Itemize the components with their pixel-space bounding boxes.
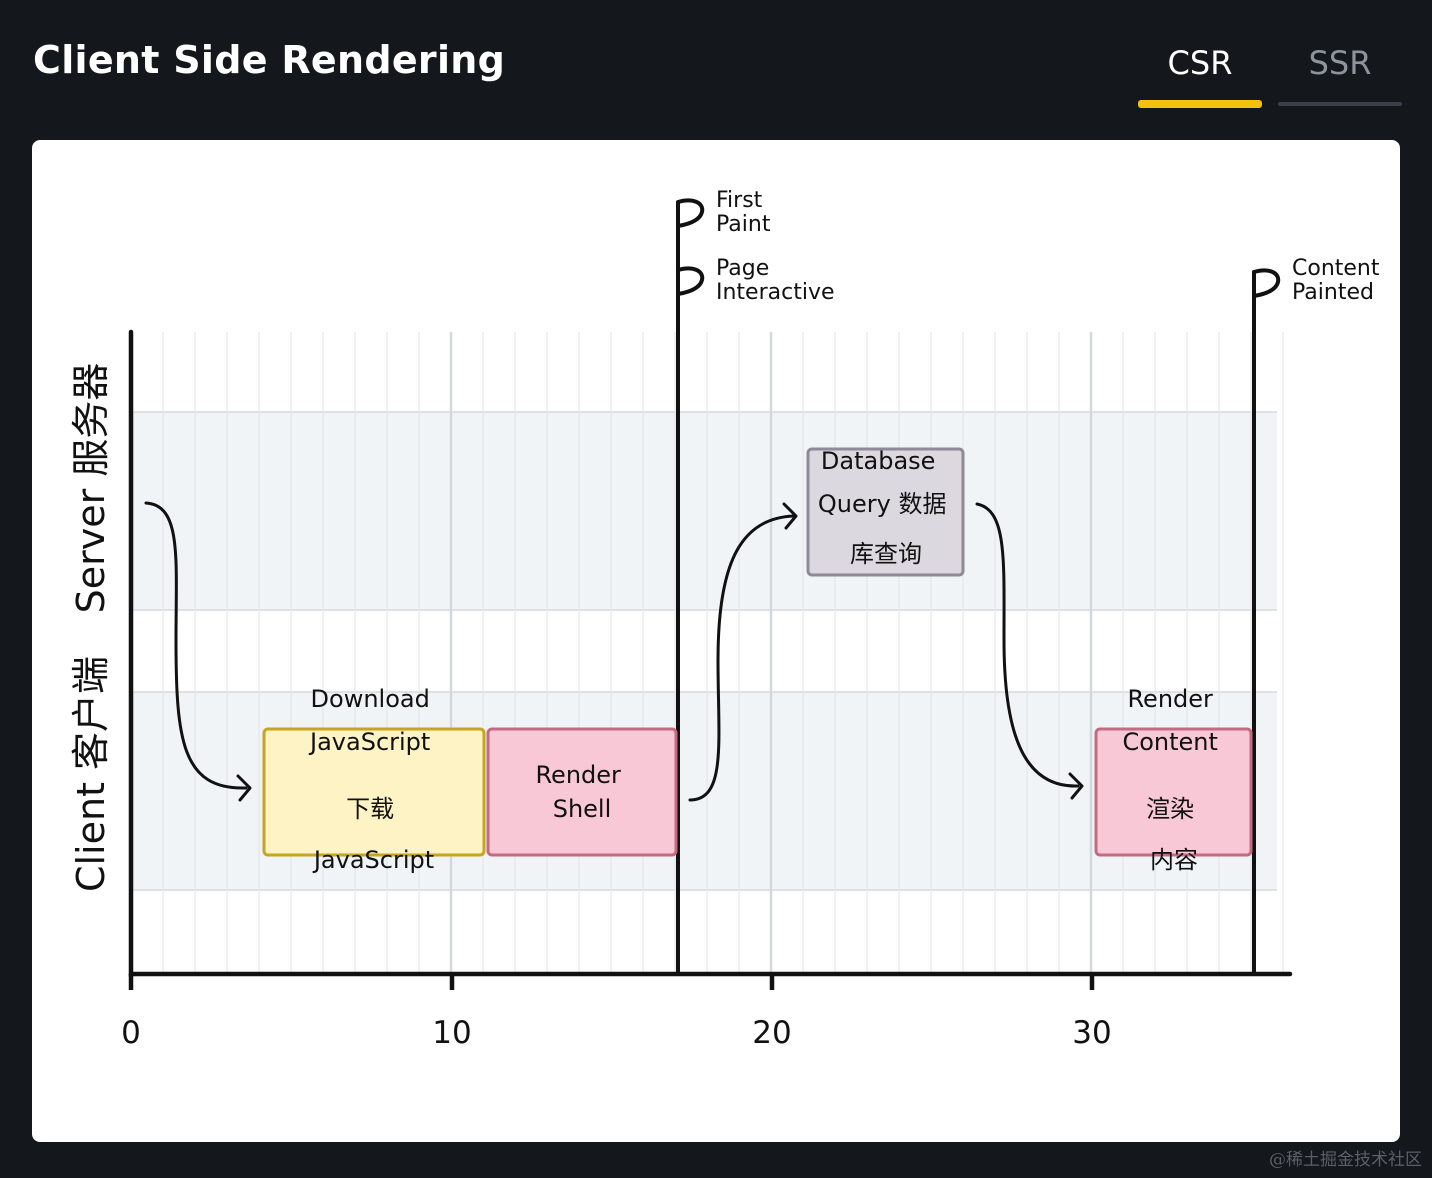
tab-ssr-underline <box>1278 102 1402 106</box>
database-query-text: Database Query 数据 库查询 <box>818 447 954 568</box>
x-tick-label: 20 <box>752 1015 791 1051</box>
tab-csr-underline <box>1138 100 1262 108</box>
render-content-text: Render Content 渲染 内容 <box>1122 685 1225 874</box>
render-content-box <box>1094 727 1253 857</box>
server-lane <box>132 412 1277 610</box>
tab-ssr[interactable]: SSR <box>1278 44 1402 106</box>
tab-csr[interactable]: CSR <box>1138 44 1262 108</box>
diagram-panel: 0 10 20 30 Server 服务器 Client 客户端 First P… <box>32 140 1400 1142</box>
database-query-box <box>806 447 965 577</box>
rendering-timeline-diagram: 0 10 20 30 Server 服务器 Client 客户端 First P… <box>69 188 1387 1051</box>
download-javascript-box <box>262 727 486 857</box>
render-shell-box <box>486 727 678 857</box>
content-painted-flag-icon <box>1252 268 1281 298</box>
arrow-database-to-render-content <box>975 502 1080 788</box>
client-lane-label: Client 客户端 <box>69 656 113 892</box>
x-tick-label: 30 <box>1072 1015 1111 1051</box>
tab-csr-label: CSR <box>1167 44 1233 82</box>
milestone-label-content-painted: Content Painted <box>1292 256 1387 305</box>
tab-ssr-label: SSR <box>1308 44 1372 82</box>
page-interactive-flag-icon <box>676 266 705 296</box>
grid-lines <box>162 332 1284 972</box>
milestone-label-page-interactive: Page Interactive <box>716 256 835 305</box>
milestone-label-first-paint: First Paint <box>716 188 771 237</box>
x-tick-label: 10 <box>432 1015 471 1051</box>
x-tick-label: 0 <box>121 1015 141 1051</box>
server-lane-label: Server 服务器 <box>69 363 113 614</box>
arrow-head-icon <box>236 774 252 802</box>
download-box-text: Download JavaScript 下载 JavaScript <box>308 685 438 874</box>
arrow-head-icon <box>1068 772 1084 800</box>
arrow-shell-to-database <box>688 514 796 802</box>
arrow-head-icon <box>782 502 798 530</box>
page-title: Client Side Rendering <box>33 38 506 82</box>
watermark: @稀土掘金技术社区 <box>1269 1150 1422 1170</box>
arrow-server-to-download <box>144 501 248 790</box>
first-paint-flag-icon <box>676 198 705 228</box>
render-shell-text: Render Shell <box>535 761 628 823</box>
